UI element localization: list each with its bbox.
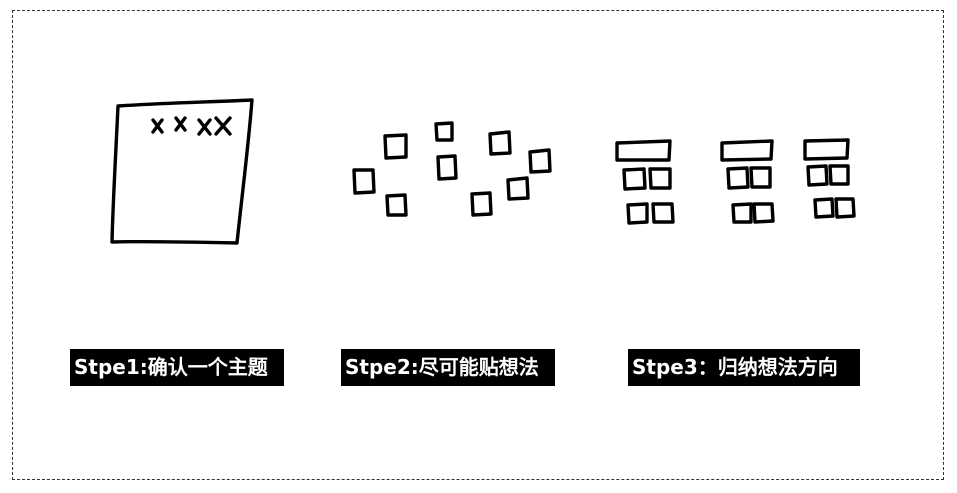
sheet-with-topic-icon [110,98,254,245]
step-1-label: Stpe1:确认一个主题 [70,349,284,386]
scattered-sticky-notes-icon [352,121,552,217]
diagram-frame [12,10,944,480]
step-2-label: Stpe2:尽可能贴想法 [341,349,555,386]
grouped-sticky-notes-icon [615,138,856,225]
step-3-label: Stpe3：归纳想法方向 [628,349,860,386]
